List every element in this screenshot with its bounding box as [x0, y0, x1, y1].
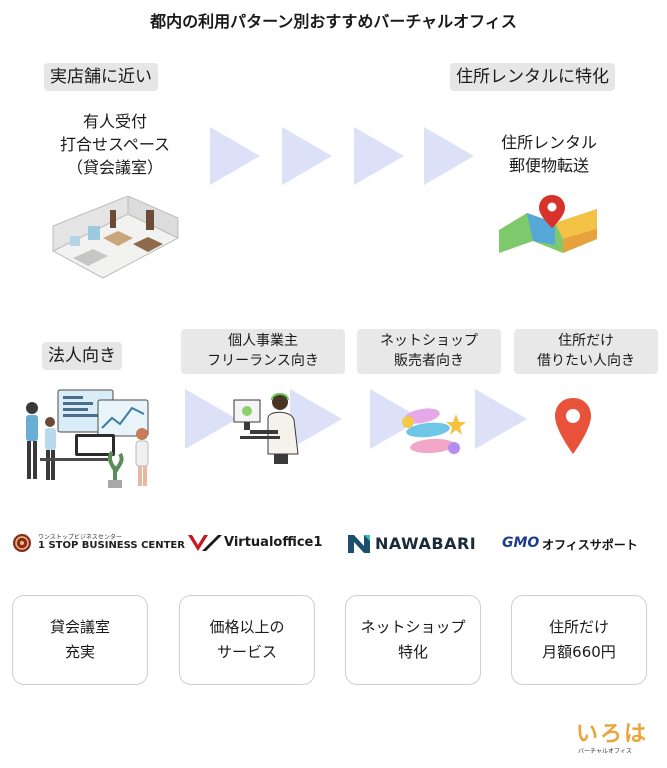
corporate-team-illustration: [26, 389, 149, 488]
real-store-features: 有人受付 打合せスペース （貸会議室）: [59, 112, 171, 178]
nawabari-n-icon: [348, 535, 370, 553]
office-floorplan-illustration: [51, 196, 180, 279]
virtualoffice1-v-icon: [188, 535, 222, 551]
label-netshop: ネットショップ 販売者向き: [357, 329, 501, 374]
progression-arrows-middle: [185, 389, 527, 449]
label-corporate: 法人向き: [42, 342, 122, 371]
card-netshop: ネットショップ特化: [345, 595, 481, 685]
address-rental-features: 住所レンタル 郵便物転送: [500, 133, 597, 176]
page-title: 都内の利用パターン別おすすめバーチャルオフィス: [150, 12, 517, 31]
label-address-only: 住所だけ 借りたい人向き: [514, 329, 658, 374]
freelancer-illustration: [233, 393, 299, 464]
brand-virtualoffice1-logo: Virtualoffice1: [188, 533, 322, 555]
1stop-emblem-icon: [13, 534, 31, 552]
progression-arrows-top: [210, 127, 474, 185]
card-meeting-room: 貸会議室充実: [12, 595, 148, 685]
map-pin-icon: [499, 195, 597, 253]
location-pin-icon: [555, 398, 591, 454]
label-freelance: 個人事業主 フリーランス向き: [181, 329, 345, 374]
brand-1stop-business-center-logo: ワンストップビジネスセンター 1 STOP BUSINESS CENTER: [12, 532, 185, 554]
iroha-site-logo: いろは バーチャルオフィス: [576, 722, 649, 755]
label-real-store: 実店舗に近い: [44, 63, 158, 92]
label-address-rental: 住所レンタルに特化: [450, 63, 615, 92]
brand-gmo-office-support-logo: GMO オフィスサポート: [502, 535, 638, 552]
card-value-service: 価格以上のサービス: [179, 595, 315, 685]
brand-nawabari-logo: NAWABARI: [348, 533, 488, 557]
netshop-accessories-illustration: [402, 408, 466, 454]
card-address-price: 住所だけ月額660円: [511, 595, 647, 685]
